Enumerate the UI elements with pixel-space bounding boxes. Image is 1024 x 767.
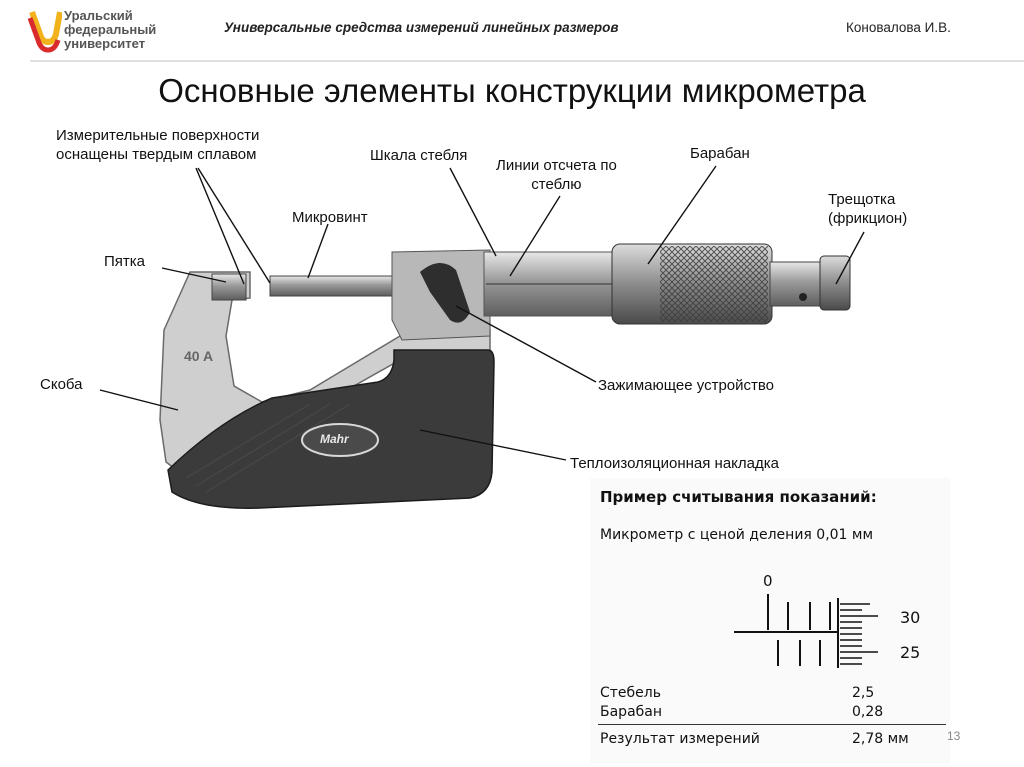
page-number: 13 xyxy=(947,729,961,743)
label-measuring-surfaces-line-2: оснащены твердым сплавом xyxy=(56,146,257,163)
logo-text: Уральский федеральный университет xyxy=(64,9,156,51)
row-thimble-name: Барабан xyxy=(600,704,663,720)
brand-oval-shape xyxy=(301,423,379,457)
example-subtitle: Микрометр с ценой деления 0,01 мм xyxy=(600,527,874,543)
ratchet-neck-shape xyxy=(769,261,823,307)
label-ratchet-line-2: (фрикцион) xyxy=(828,210,908,227)
reading-example xyxy=(590,478,950,763)
label-reference-lines: Линии отсчета по стеблю xyxy=(496,156,617,194)
label-ratchet-line-1: Трещотка xyxy=(828,191,896,208)
label-thimble: Барабан xyxy=(690,145,750,162)
label-reference-lines-line-1: Линии отсчета по xyxy=(496,157,617,174)
result-name: Результат измерений xyxy=(600,731,760,747)
label-insulation: Теплоизоляционная накладка xyxy=(570,455,779,472)
label-measuring-surfaces: Измерительные поверхности оснащены тверд… xyxy=(56,126,259,164)
row-sleeve-value: 2,5 xyxy=(852,685,875,701)
lock-lever-shape xyxy=(420,262,470,323)
thimble-tick-30: 30 xyxy=(900,608,921,627)
header-author: Коновалова И.В. xyxy=(846,20,951,35)
logo-line-2: федеральный xyxy=(64,22,157,37)
thimble-tick-25: 25 xyxy=(900,643,921,662)
logo-line-1: Уральский xyxy=(64,8,133,23)
result-divider xyxy=(598,724,946,725)
university-logo xyxy=(28,8,208,58)
spindle-shape xyxy=(269,275,395,297)
row-thimble-value: 0,28 xyxy=(852,704,884,720)
row-sleeve-name: Стебель xyxy=(600,685,661,701)
header-subject: Универсальные средства измерений линейны… xyxy=(224,20,619,35)
ratchet-cap-shape xyxy=(819,255,851,311)
label-anvil: Пятка xyxy=(104,253,146,270)
anvil-shape xyxy=(211,273,247,301)
label-micro-screw: Микровинт xyxy=(292,209,368,226)
label-sleeve-scale: Шкала стебля xyxy=(370,147,468,164)
slide-title: Основные элементы конструкции микрометра xyxy=(158,72,866,109)
scale-zero-label: 0 xyxy=(763,572,773,590)
label-ratchet: Трещотка (фрикцион) xyxy=(828,190,907,228)
label-measuring-surfaces-line-1: Измерительные поверхности xyxy=(56,127,260,144)
frame-mark: 40 A xyxy=(184,348,214,364)
logo-mark-icon xyxy=(28,10,62,53)
reading-scale-diagram xyxy=(734,594,878,668)
brand-label: Mahr xyxy=(320,432,349,446)
label-lock: Зажимающее устройство xyxy=(598,377,775,394)
header-divider xyxy=(30,60,1024,62)
result-value: 2,78 мм xyxy=(852,731,909,747)
logo-line-3: университет xyxy=(64,36,146,51)
example-title: Пример считывания показаний: xyxy=(600,488,877,506)
label-frame: Скоба xyxy=(40,376,83,393)
label-reference-lines-line-2: стеблю xyxy=(531,176,582,193)
